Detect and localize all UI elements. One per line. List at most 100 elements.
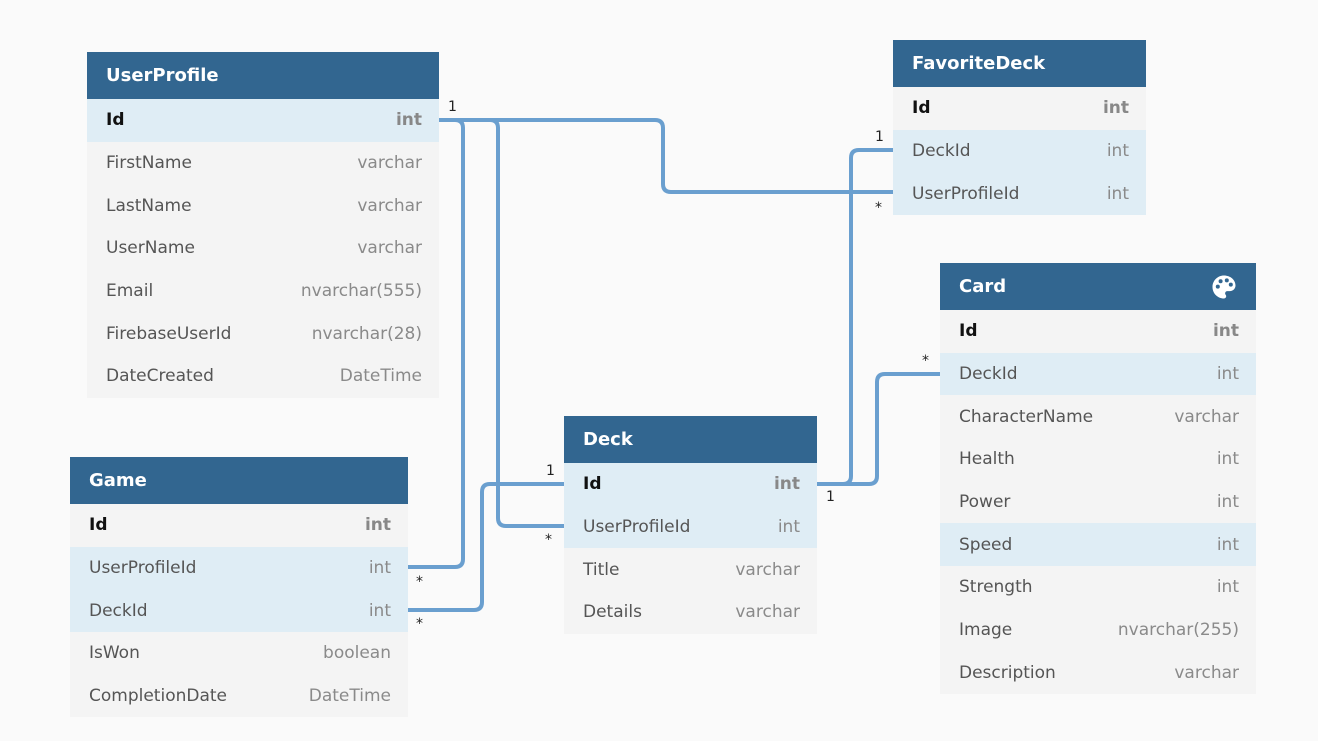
field-name: DeckId: [912, 141, 971, 162]
cardinality-label: *: [416, 574, 423, 590]
cardinality-label: 1: [826, 489, 835, 505]
field-type: varchar: [735, 602, 800, 623]
cardinality-label: *: [922, 353, 929, 369]
table-title: Card: [959, 276, 1007, 297]
field-name: Details: [583, 602, 642, 623]
field-type: int: [1106, 141, 1129, 162]
table-header[interactable]: Deck: [564, 416, 817, 463]
field-type: int: [1212, 321, 1239, 342]
table-header[interactable]: Game: [70, 457, 408, 504]
field-type: int: [1106, 183, 1129, 204]
field-type: int: [364, 515, 391, 536]
field-name: Id: [959, 321, 978, 342]
field-row[interactable]: CompletionDate DateTime: [70, 675, 408, 718]
field-type: int: [395, 110, 422, 131]
field-row[interactable]: Id int: [70, 504, 408, 547]
table-title: FavoriteDeck: [912, 53, 1046, 74]
field-row[interactable]: UserName varchar: [87, 227, 439, 270]
field-row[interactable]: Details varchar: [564, 591, 817, 634]
connector-deck-card: [815, 372, 942, 486]
field-row[interactable]: DateCreated DateTime: [87, 355, 439, 398]
table-userprofile[interactable]: UserProfile Id int FirstName varchar Las…: [87, 52, 439, 398]
field-name: LastName: [106, 195, 192, 216]
field-type: boolean: [323, 643, 391, 664]
palette-icon[interactable]: [1211, 274, 1237, 300]
field-row[interactable]: FirstName varchar: [87, 142, 439, 185]
field-row[interactable]: Title varchar: [564, 548, 817, 591]
field-row[interactable]: Id int: [87, 99, 439, 142]
field-name: Health: [959, 449, 1015, 470]
field-row[interactable]: IsWon boolean: [70, 632, 408, 675]
field-row[interactable]: UserProfileId int: [893, 172, 1146, 216]
field-row[interactable]: CharacterName varchar: [940, 395, 1256, 438]
field-name: Id: [106, 110, 125, 131]
field-row[interactable]: Id int: [940, 310, 1256, 353]
connector-userprofile-favoritedeck: [437, 118, 895, 194]
field-row[interactable]: Description varchar: [940, 652, 1256, 695]
table-header[interactable]: FavoriteDeck: [893, 40, 1146, 87]
field-type: nvarchar(255): [1117, 620, 1239, 641]
field-type: int: [1102, 98, 1129, 119]
field-name: Email: [106, 281, 154, 302]
field-name: Strength: [959, 577, 1033, 598]
cardinality-label: 1: [875, 129, 884, 145]
field-row[interactable]: LastName varchar: [87, 184, 439, 227]
field-name: CharacterName: [959, 406, 1094, 427]
cardinality-label: *: [875, 200, 882, 216]
field-row[interactable]: Speed int: [940, 523, 1256, 567]
field-name: FirstName: [106, 153, 192, 174]
field-name: FirebaseUserId: [106, 323, 232, 344]
field-type: varchar: [357, 238, 422, 259]
field-name: UserProfileId: [583, 517, 691, 538]
field-type: int: [1216, 577, 1239, 598]
connector-deck-game: [406, 482, 566, 612]
field-name: CompletionDate: [89, 686, 228, 707]
table-card[interactable]: Card Id int DeckId int CharacterName var…: [940, 263, 1256, 695]
table-header[interactable]: UserProfile: [87, 52, 439, 99]
field-row[interactable]: Image nvarchar(255): [940, 609, 1256, 652]
table-game[interactable]: Game Id int UserProfileId int DeckId int…: [70, 457, 408, 718]
field-row[interactable]: DeckId int: [70, 589, 408, 633]
table-header[interactable]: Card: [940, 263, 1256, 310]
cardinality-label: *: [416, 616, 423, 632]
field-name: Speed: [959, 534, 1013, 555]
field-name: Description: [959, 662, 1056, 683]
field-row[interactable]: UserProfileId int: [564, 505, 817, 549]
field-type: int: [368, 558, 391, 579]
cardinality-label: 1: [546, 463, 555, 479]
table-title: Game: [89, 470, 147, 491]
field-type: DateTime: [339, 366, 422, 387]
field-row[interactable]: Health int: [940, 438, 1256, 481]
field-name: Image: [959, 620, 1013, 641]
field-row[interactable]: Strength int: [940, 566, 1256, 609]
field-row[interactable]: UserProfileId int: [70, 546, 408, 590]
field-type: varchar: [357, 153, 422, 174]
field-name: DateCreated: [106, 366, 214, 387]
field-row[interactable]: Power int: [940, 481, 1256, 524]
field-name: DeckId: [89, 600, 148, 621]
table-title: Deck: [583, 429, 633, 450]
field-type: int: [1216, 364, 1239, 385]
field-type: nvarchar(28): [311, 323, 422, 344]
field-row[interactable]: FirebaseUserId nvarchar(28): [87, 312, 439, 355]
field-type: varchar: [735, 559, 800, 580]
field-row[interactable]: Email nvarchar(555): [87, 270, 439, 313]
field-name: UserName: [106, 238, 195, 259]
field-row[interactable]: Id int: [893, 87, 1146, 130]
field-name: Id: [89, 515, 108, 536]
field-name: IsWon: [89, 643, 140, 664]
field-row[interactable]: Id int: [564, 463, 817, 506]
field-type: int: [777, 517, 800, 538]
table-favoritedeck[interactable]: FavoriteDeck Id int DeckId int UserProfi…: [893, 40, 1146, 216]
table-deck[interactable]: Deck Id int UserProfileId int Title varc…: [564, 416, 817, 634]
field-row[interactable]: DeckId int: [940, 352, 1256, 396]
field-name: Id: [583, 474, 602, 495]
field-name: DeckId: [959, 364, 1018, 385]
field-type: nvarchar(555): [300, 281, 422, 302]
field-row[interactable]: DeckId int: [893, 129, 1146, 173]
field-type: int: [773, 474, 800, 495]
field-type: varchar: [1174, 662, 1239, 683]
table-title: UserProfile: [106, 65, 219, 86]
field-type: int: [1216, 492, 1239, 513]
